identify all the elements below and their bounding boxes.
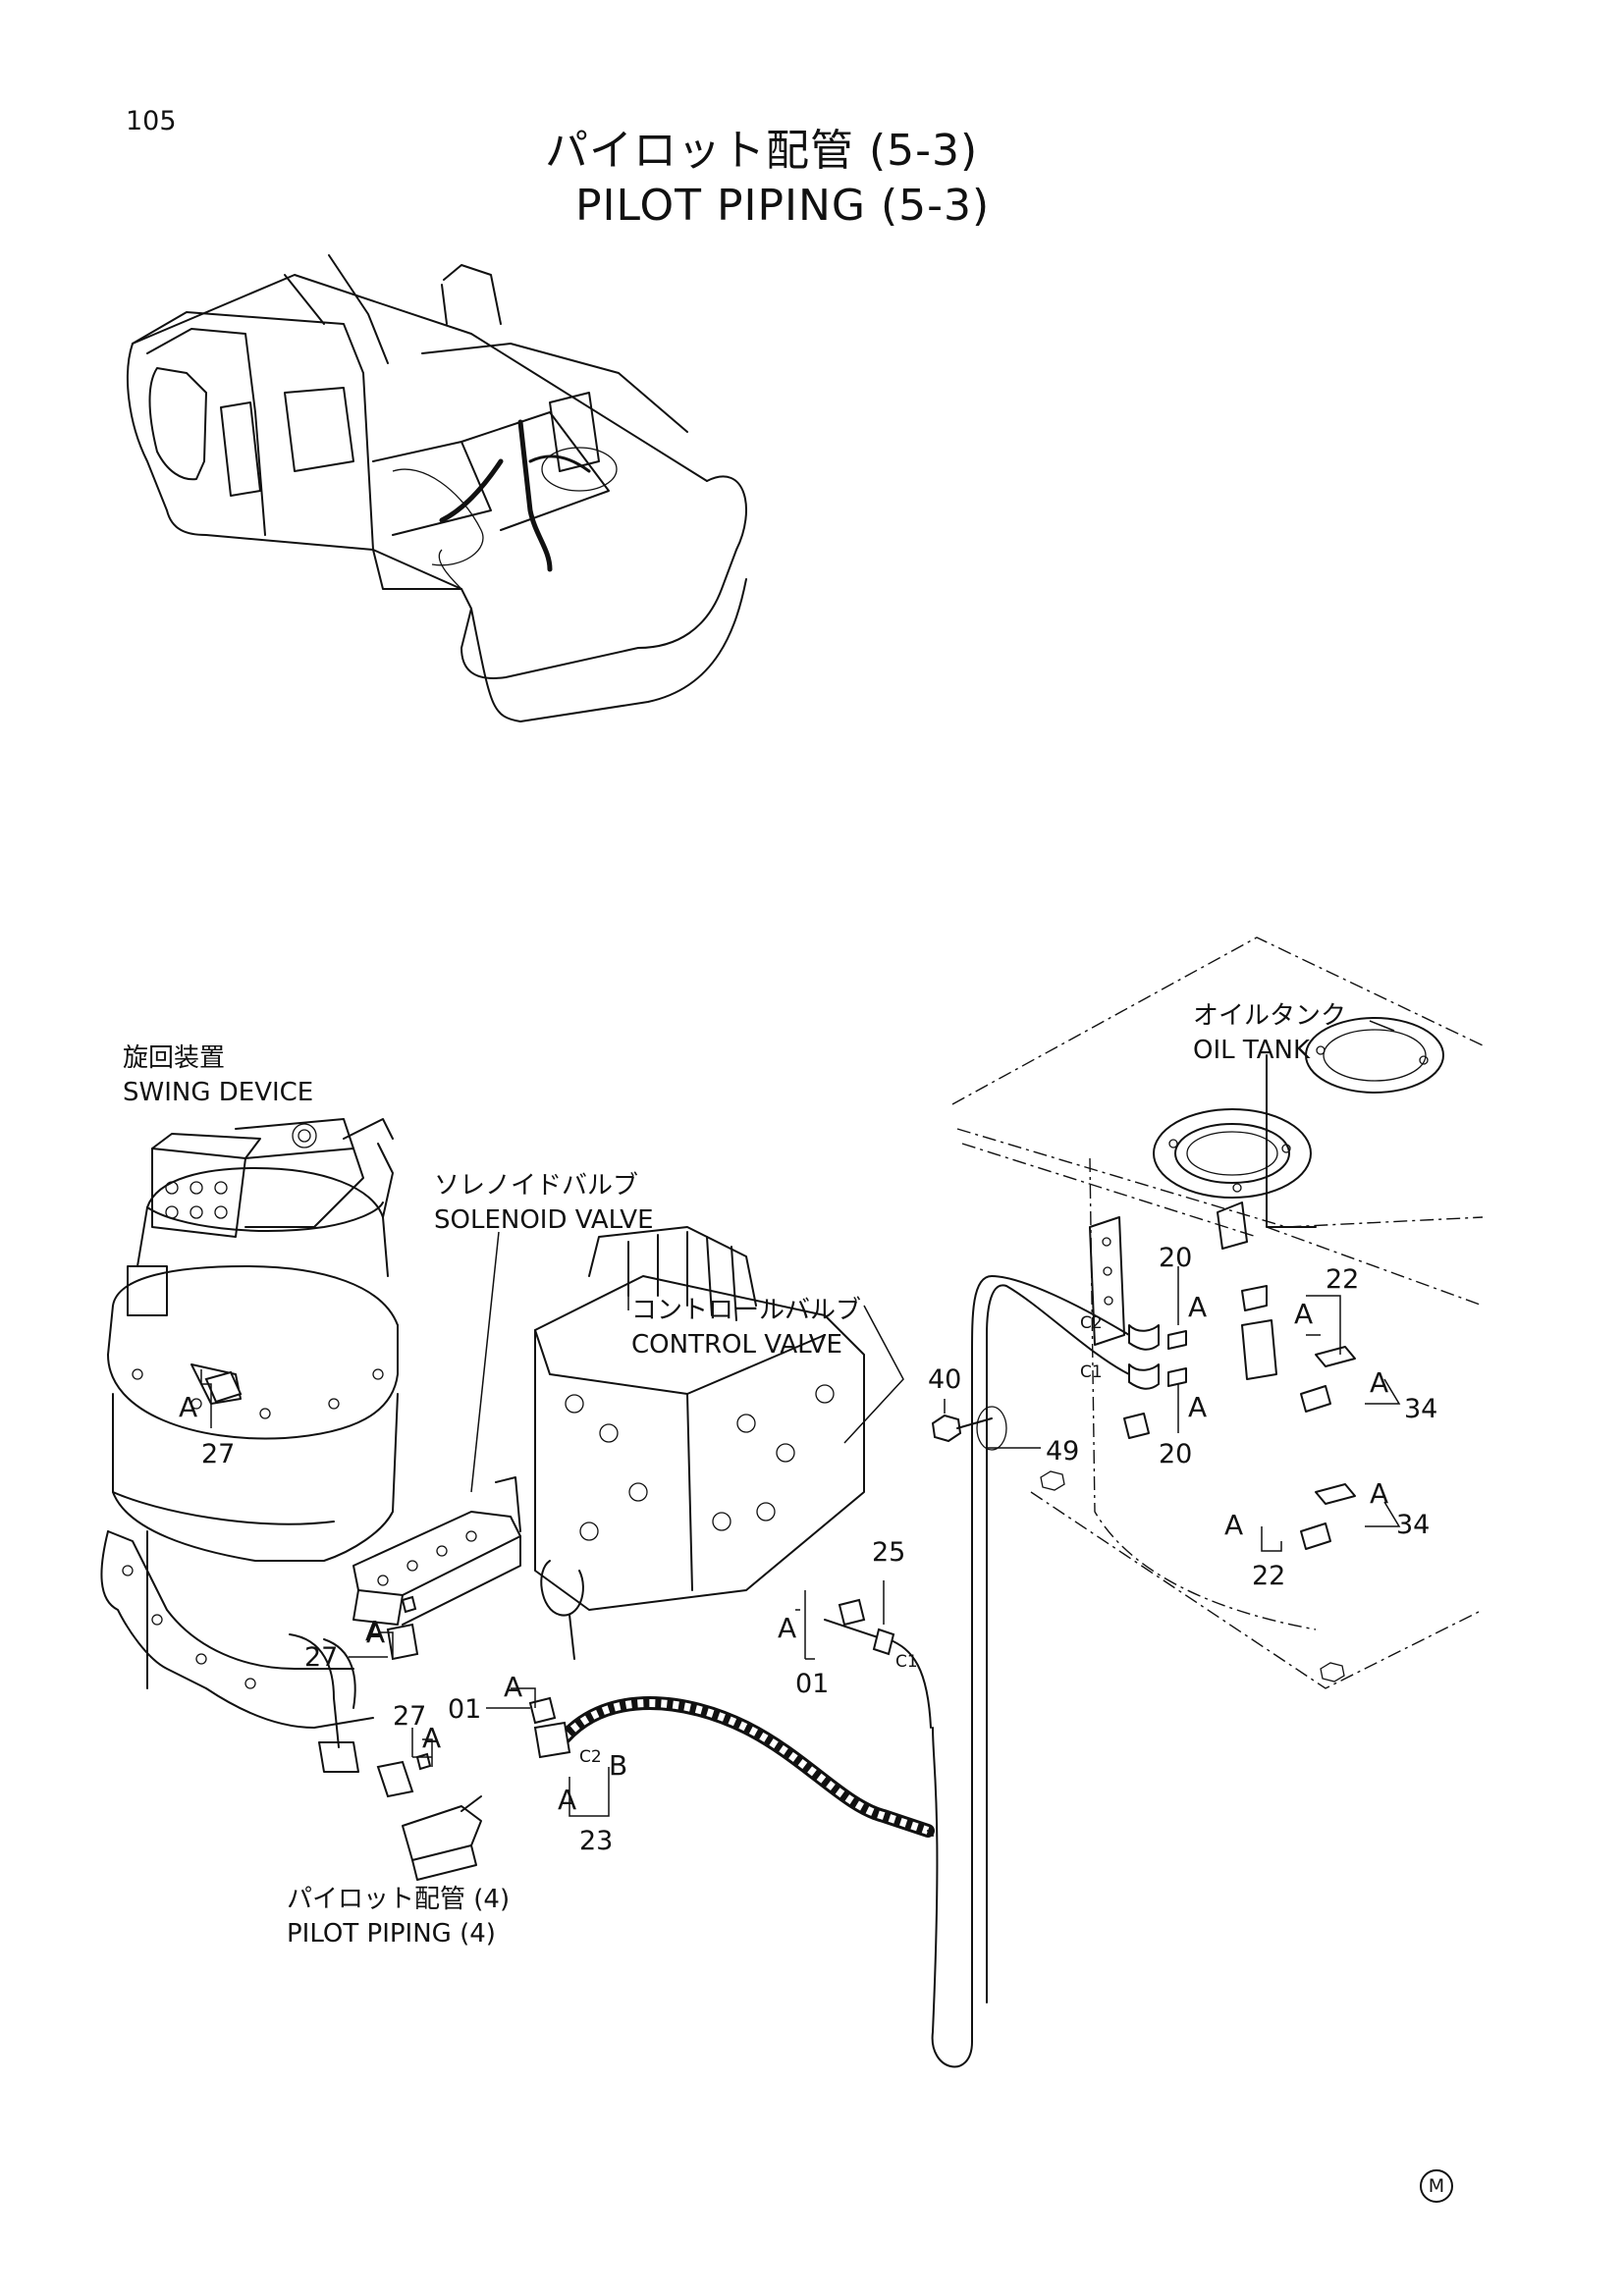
connection-letter: A — [365, 1615, 385, 1647]
page-number: 105 — [126, 106, 177, 136]
manual-mark-icon: M — [1420, 2169, 1453, 2203]
callout-27: 27 — [393, 1701, 427, 1732]
callout-49: 49 — [1046, 1436, 1080, 1467]
connection-letter: A — [778, 1612, 797, 1644]
excavator-overview-illustration — [128, 255, 746, 721]
connection-letter: A — [422, 1722, 442, 1754]
solenoid-valve-illustration — [353, 1477, 520, 1625]
connection-letter: A — [1370, 1477, 1389, 1510]
connection-letter: B — [609, 1749, 628, 1782]
callout-20: 20 — [1159, 1439, 1193, 1469]
oil-tank-label-ja: オイルタンク — [1193, 1001, 1347, 1031]
callout-40: 40 — [928, 1364, 962, 1395]
connection-letter: A — [1294, 1298, 1314, 1330]
callout-34: 34 — [1404, 1394, 1438, 1424]
callout-23: 23 — [579, 1826, 614, 1856]
connection-letter: A — [179, 1391, 198, 1423]
page-title-japanese: パイロット配管 (5-3) — [545, 126, 979, 176]
callout-01: 01 — [795, 1669, 830, 1699]
pilot-piping-4-label-en: PILOT PIPING (4) — [287, 1919, 496, 1949]
callout-27: 27 — [304, 1642, 339, 1673]
connection-letter: A — [366, 1617, 386, 1649]
connection-letter: A — [1188, 1391, 1208, 1423]
solenoid-valve-label-ja: ソレノイドバルブ — [434, 1171, 639, 1201]
leader-lines — [201, 1021, 1399, 1816]
connection-letter: A — [558, 1784, 577, 1816]
port-mark: C1 — [895, 1652, 918, 1672]
connection-letter: A — [1188, 1291, 1208, 1323]
pilot-piping-4-label-ja: パイロット配管 (4) — [287, 1885, 511, 1914]
callout-22: 22 — [1252, 1561, 1286, 1591]
solenoid-valve-label-en: SOLENOID VALVE — [434, 1205, 654, 1235]
callout-22: 22 — [1326, 1264, 1360, 1295]
oil-tank-label-en: OIL TANK — [1193, 1036, 1311, 1065]
page-title-english: PILOT PIPING (5-3) — [575, 181, 991, 231]
callout-20: 20 — [1159, 1243, 1193, 1273]
callout-27: 27 — [201, 1439, 236, 1469]
connection-letter: A — [504, 1671, 523, 1703]
callout-34: 34 — [1396, 1510, 1431, 1540]
swing-device-illustration — [101, 1119, 398, 1772]
oil-tank-illustration — [952, 937, 1483, 1688]
control-valve-label-en: CONTROL VALVE — [631, 1330, 842, 1360]
connection-letter: A — [1370, 1366, 1389, 1399]
callout-01: 01 — [448, 1694, 482, 1725]
control-valve-illustration — [535, 1227, 903, 1659]
swing-device-label-ja: 旋回装置 — [123, 1043, 226, 1073]
connection-letter: A — [1224, 1509, 1244, 1541]
control-valve-label-ja: コントロールバルブ — [631, 1296, 862, 1325]
pilot-hoses — [206, 1276, 1129, 2066]
port-mark: C1 — [1080, 1362, 1103, 1382]
port-mark: C2 — [1080, 1313, 1103, 1333]
port-mark: C2 — [579, 1747, 602, 1767]
swing-device-label-en: SWING DEVICE — [123, 1078, 314, 1107]
callout-25: 25 — [872, 1537, 906, 1568]
